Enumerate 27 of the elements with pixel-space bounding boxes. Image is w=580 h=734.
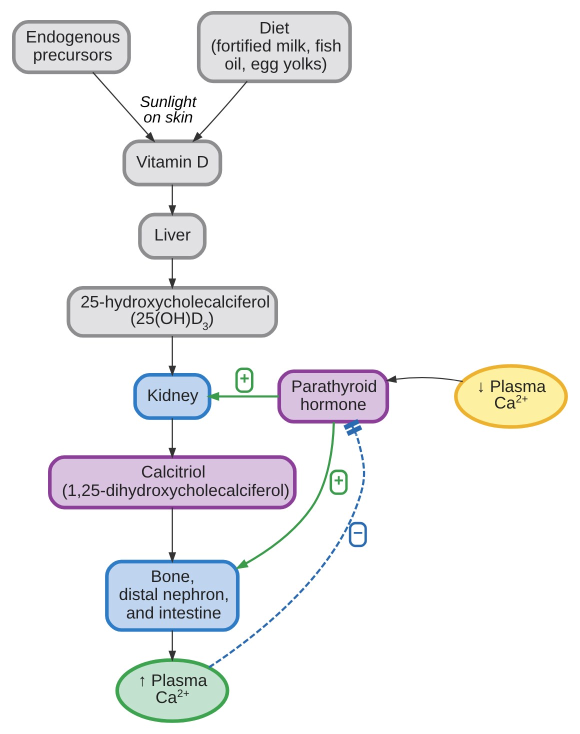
connector — [208, 419, 366, 668]
node-box: Diet (fortified milk, fish oil, egg yolks) — [196, 11, 352, 84]
arrow — [168, 258, 176, 290]
arrow — [192, 80, 248, 142]
node-ellipse: ↑ Plasma Ca$^{2+}$ — [115, 658, 230, 723]
node-box: Calcitriol (1,25-dihydroxycholecalciferol) — [48, 455, 297, 510]
edge-label: + — [334, 471, 344, 490]
arrow — [168, 336, 176, 377]
arrow — [206, 392, 280, 401]
arrow — [235, 422, 335, 570]
node-box: Endogenous precursors — [12, 20, 131, 74]
node-box: 25-hydroxycholecalciferol (25(OH)D$_{3}$) — [66, 286, 278, 338]
node-box: Vitamin D — [122, 140, 222, 186]
arrow — [168, 418, 176, 459]
node-box: Bone, distal nephron, and intestine — [105, 560, 240, 632]
edge-label: − — [353, 523, 363, 542]
node-box: Parathyroid hormone — [277, 369, 390, 424]
arrow — [386, 375, 463, 383]
edge-label: Sunlight on skin — [140, 94, 196, 127]
arrow — [168, 630, 176, 662]
node-ellipse: ↓ Plasma Ca$^{2+}$ — [454, 364, 568, 429]
arrow — [168, 508, 176, 564]
node-box: Liver — [138, 212, 207, 260]
arrow — [168, 184, 176, 216]
arrow — [92, 72, 156, 142]
edge-label: + — [240, 369, 250, 388]
node-box: Kidney — [133, 373, 212, 420]
